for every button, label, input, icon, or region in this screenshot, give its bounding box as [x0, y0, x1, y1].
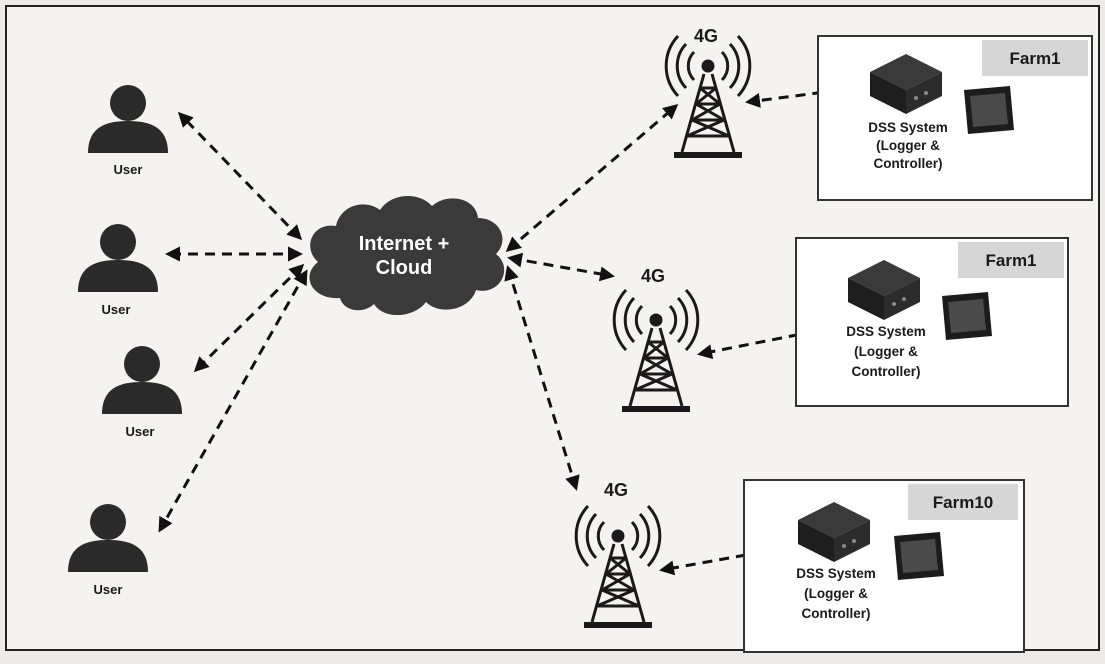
farm-tag	[958, 242, 1064, 278]
user-node-3: User	[102, 346, 182, 439]
cloud-icon	[309, 195, 505, 316]
farm-tag	[908, 484, 1018, 520]
user1-cloud-link	[177, 111, 303, 241]
display-screen-icon	[894, 532, 944, 580]
user-label: User	[126, 424, 155, 439]
cloud-tower3-link	[504, 265, 580, 491]
tower-label: 4G	[694, 26, 718, 46]
user-label: User	[102, 302, 131, 317]
user-label: User	[94, 582, 123, 597]
dss-label-line2: (Logger &	[876, 138, 940, 153]
tower-label: 4G	[641, 266, 665, 286]
display-screen-icon	[942, 292, 992, 340]
user-node-1: User	[88, 85, 168, 177]
farm-name: Farm10	[933, 493, 993, 512]
cell-tower-1: 4G	[664, 26, 752, 160]
dss-label-line3: Controller)	[874, 156, 943, 171]
internet-cloud: Internet + Cloud	[309, 195, 505, 316]
user4-cloud-link	[158, 269, 308, 533]
dss-label-line1: DSS System	[868, 120, 948, 135]
cell-tower-2: 4G	[612, 266, 700, 414]
connections	[158, 86, 857, 576]
farm-name: Farm1	[985, 251, 1036, 270]
dss-label-line3: Controller)	[802, 606, 871, 621]
dss-label-line1: DSS System	[846, 324, 926, 339]
cloud-label-line1: Internet +	[359, 233, 450, 255]
user-node-2: User	[78, 224, 158, 317]
farm-name: Farm1	[1009, 49, 1060, 68]
display-screen-icon	[964, 86, 1014, 134]
dss-label-line2: (Logger &	[854, 344, 918, 359]
farm-box-2: Farm1 DSS System (Logger & Controller)	[795, 237, 1069, 407]
farm-box-1: Farm1 DSS System (Logger & Controller)	[817, 35, 1093, 201]
cell-tower-3: 4G	[574, 480, 662, 630]
dss-label-line3: Controller)	[852, 364, 921, 379]
farm-tag	[982, 40, 1088, 76]
user-label: User	[114, 162, 143, 177]
farm-box-10: Farm10 DSS System (Logger & Controller)	[743, 479, 1025, 653]
cloud-tower1-link	[505, 104, 679, 252]
cloud-label-line2: Cloud	[376, 257, 433, 279]
user-node-4: User	[68, 504, 148, 597]
dss-label-line2: (Logger &	[804, 586, 868, 601]
dss-label-line1: DSS System	[796, 566, 876, 581]
tower-label: 4G	[604, 480, 628, 500]
